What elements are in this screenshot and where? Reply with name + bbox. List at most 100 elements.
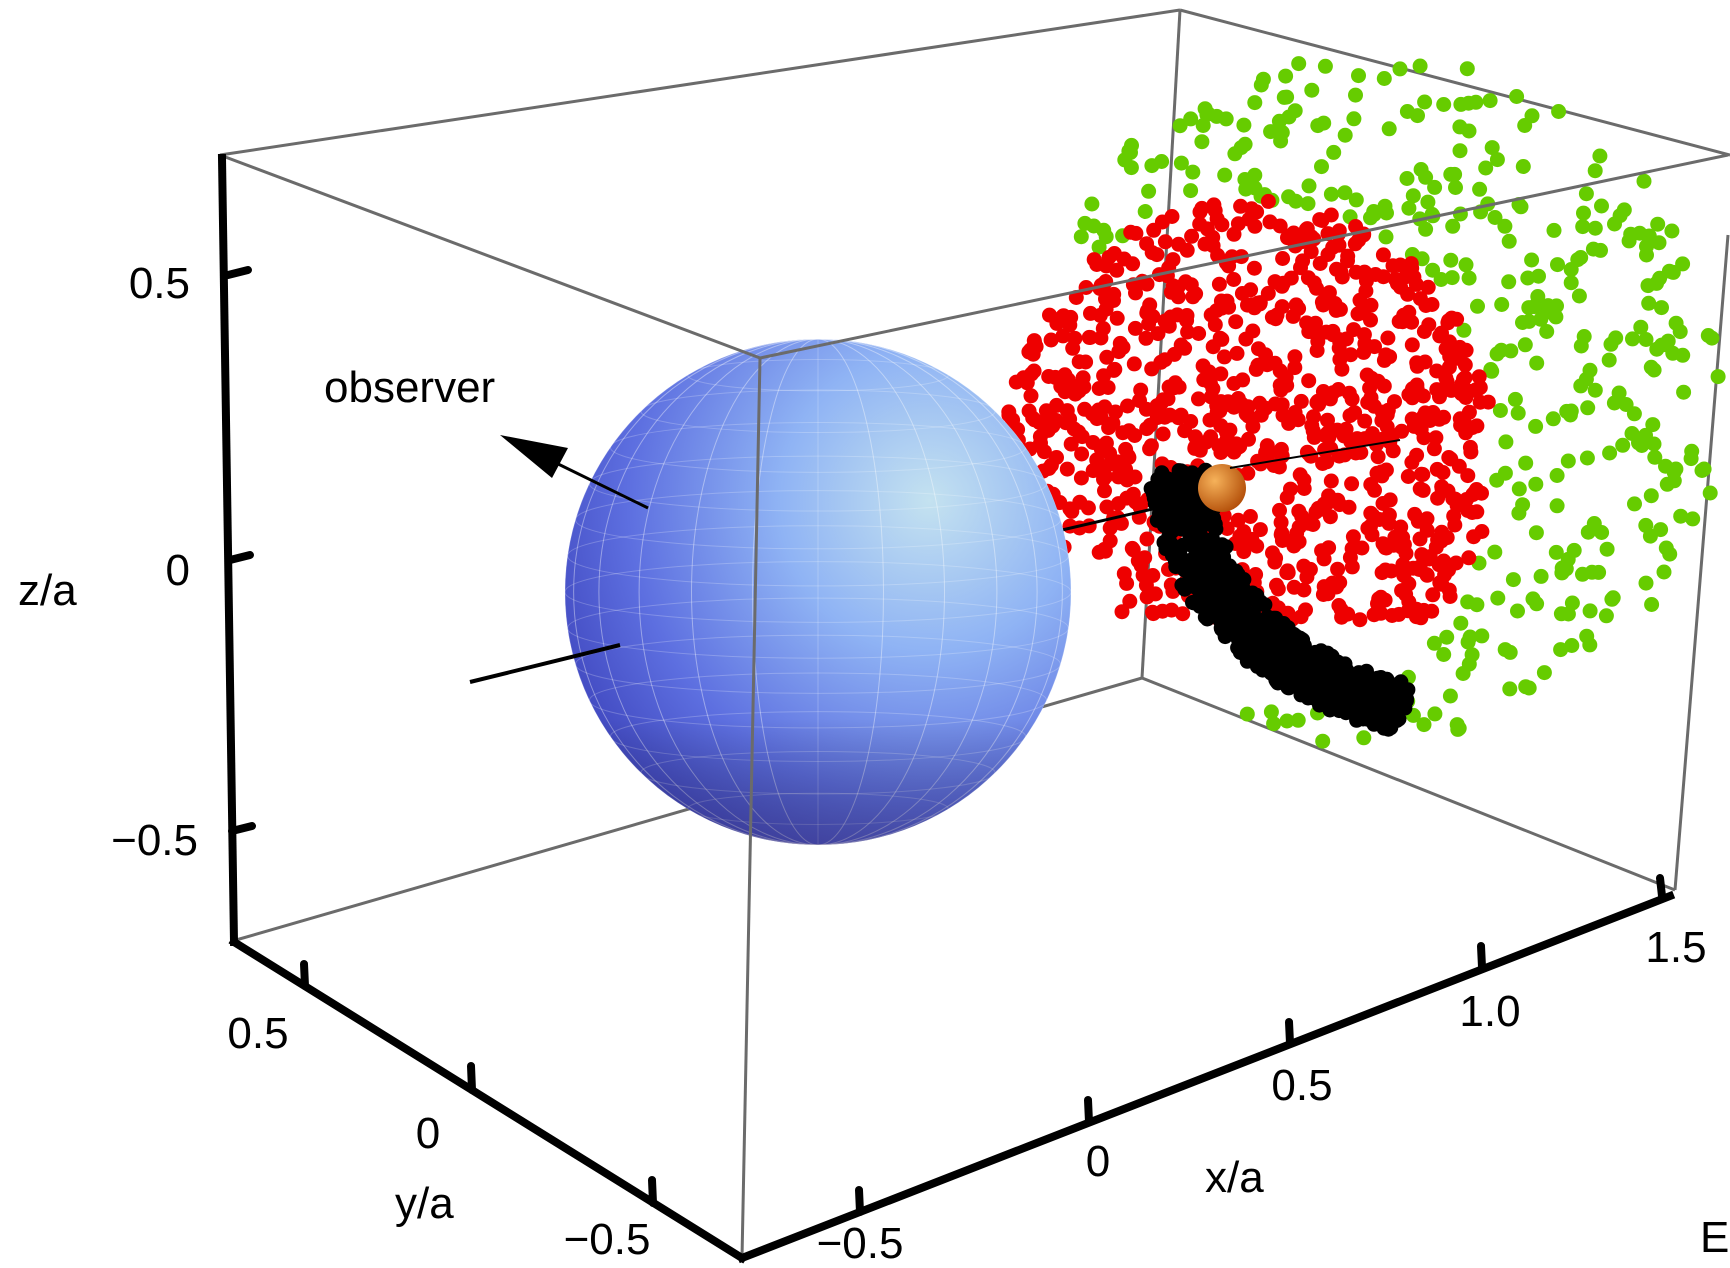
scatter-point bbox=[1638, 427, 1653, 443]
scatter-point bbox=[1195, 118, 1211, 133]
scatter-point bbox=[1405, 188, 1421, 204]
scatter-point bbox=[1139, 531, 1155, 547]
scatter-point bbox=[1436, 647, 1452, 662]
scatter-point bbox=[1106, 246, 1122, 261]
scatter-point bbox=[1251, 595, 1266, 611]
scatter-point bbox=[1685, 511, 1701, 527]
scatter-point bbox=[1164, 602, 1180, 618]
scatter-point bbox=[1091, 402, 1107, 418]
scatter-point bbox=[1647, 449, 1663, 465]
scatter-point bbox=[1432, 328, 1448, 344]
scatter-point bbox=[1326, 144, 1342, 160]
scatter-point bbox=[1064, 503, 1080, 519]
scatter-point bbox=[1128, 285, 1143, 301]
scatter-point bbox=[1418, 169, 1434, 185]
scatter-point bbox=[1662, 546, 1678, 562]
scatter-point bbox=[1447, 166, 1463, 182]
scatter-point bbox=[1086, 252, 1102, 268]
scatter-point bbox=[1366, 398, 1382, 414]
scatter-point bbox=[1222, 558, 1237, 574]
scatter-point bbox=[1395, 557, 1411, 573]
scatter-point bbox=[1207, 555, 1223, 571]
scatter-point bbox=[1331, 340, 1347, 356]
scatter-point bbox=[1406, 269, 1422, 285]
y-tick-label: −0.5 bbox=[564, 1215, 651, 1264]
scatter-point bbox=[1268, 610, 1284, 626]
scatter-point bbox=[1171, 236, 1187, 252]
scatter-point bbox=[1197, 236, 1213, 252]
scatter-point bbox=[1016, 370, 1032, 386]
scatter-point bbox=[1234, 286, 1250, 301]
scatter-point bbox=[1426, 635, 1442, 651]
z-axis-title: z/a bbox=[18, 566, 77, 615]
scatter-point bbox=[1164, 209, 1180, 224]
scatter-point bbox=[1448, 555, 1464, 571]
scatter-point bbox=[1526, 299, 1542, 315]
scatter-point bbox=[1228, 436, 1244, 452]
scatter-point bbox=[1304, 418, 1320, 434]
scatter-point bbox=[1401, 304, 1417, 320]
scatter-point bbox=[1310, 393, 1326, 409]
scatter-point bbox=[1401, 576, 1417, 592]
scatter-point bbox=[1295, 253, 1311, 269]
scatter-point bbox=[1579, 450, 1595, 466]
scatter-point bbox=[1275, 251, 1291, 266]
scatter-point bbox=[1337, 447, 1353, 463]
scatter-point bbox=[1309, 343, 1325, 358]
scatter-point bbox=[1260, 285, 1276, 301]
scatter-point bbox=[1346, 322, 1362, 338]
scatter-point bbox=[1263, 124, 1279, 140]
scatter-point bbox=[1273, 514, 1289, 530]
scatter-point bbox=[1501, 233, 1517, 249]
scatter-point bbox=[1459, 61, 1475, 77]
scatter-point bbox=[1550, 257, 1565, 273]
scatter-point bbox=[1097, 483, 1112, 499]
scatter-point bbox=[1337, 185, 1353, 201]
scatter-point bbox=[1023, 388, 1039, 404]
scatter-point bbox=[1605, 590, 1621, 606]
scatter-point bbox=[1263, 704, 1279, 720]
scatter-point bbox=[1487, 210, 1503, 225]
x-tick-label: 0.5 bbox=[1271, 1061, 1332, 1110]
scatter-point bbox=[1643, 488, 1659, 504]
scatter-point bbox=[1351, 68, 1366, 84]
scatter-point bbox=[1576, 205, 1591, 221]
scatter-point bbox=[1244, 201, 1260, 217]
scatter-point bbox=[1206, 197, 1222, 213]
scatter-point bbox=[1375, 247, 1391, 263]
scatter-point bbox=[1465, 487, 1481, 503]
scatter-point bbox=[1106, 362, 1122, 378]
scatter-point bbox=[1149, 247, 1165, 263]
scatter-point bbox=[1111, 496, 1126, 512]
scatter-point bbox=[1502, 644, 1518, 660]
scatter-point bbox=[1602, 445, 1618, 461]
scatter-point bbox=[1128, 225, 1144, 241]
scatter-point bbox=[1478, 160, 1494, 176]
scatter-point bbox=[1296, 582, 1312, 598]
scatter-point bbox=[1286, 670, 1302, 686]
scatter-point bbox=[1174, 577, 1190, 593]
scatter-point bbox=[1042, 307, 1057, 323]
scatter-point bbox=[1365, 508, 1381, 524]
scatter-point bbox=[1492, 403, 1508, 418]
scatter-point bbox=[1279, 89, 1295, 105]
scatter-point bbox=[1461, 550, 1477, 566]
scatter-point bbox=[1383, 707, 1399, 723]
scatter-point bbox=[1267, 274, 1283, 290]
scatter-point bbox=[1436, 553, 1452, 569]
scatter-point bbox=[1319, 454, 1335, 470]
scatter-point bbox=[1261, 630, 1277, 646]
scatter-point bbox=[1183, 111, 1199, 127]
scatter-point bbox=[1633, 319, 1649, 335]
scatter-point bbox=[1310, 118, 1326, 134]
scatter-point bbox=[1077, 215, 1093, 231]
scatter-point bbox=[1371, 591, 1387, 607]
scatter-point bbox=[1575, 219, 1591, 235]
scatter-point bbox=[1464, 647, 1480, 663]
scatter-point bbox=[1177, 340, 1193, 356]
scatter-point bbox=[1245, 323, 1261, 339]
scatter-point bbox=[1563, 275, 1579, 291]
scatter-point bbox=[1207, 584, 1223, 600]
scatter-point bbox=[1370, 449, 1386, 465]
